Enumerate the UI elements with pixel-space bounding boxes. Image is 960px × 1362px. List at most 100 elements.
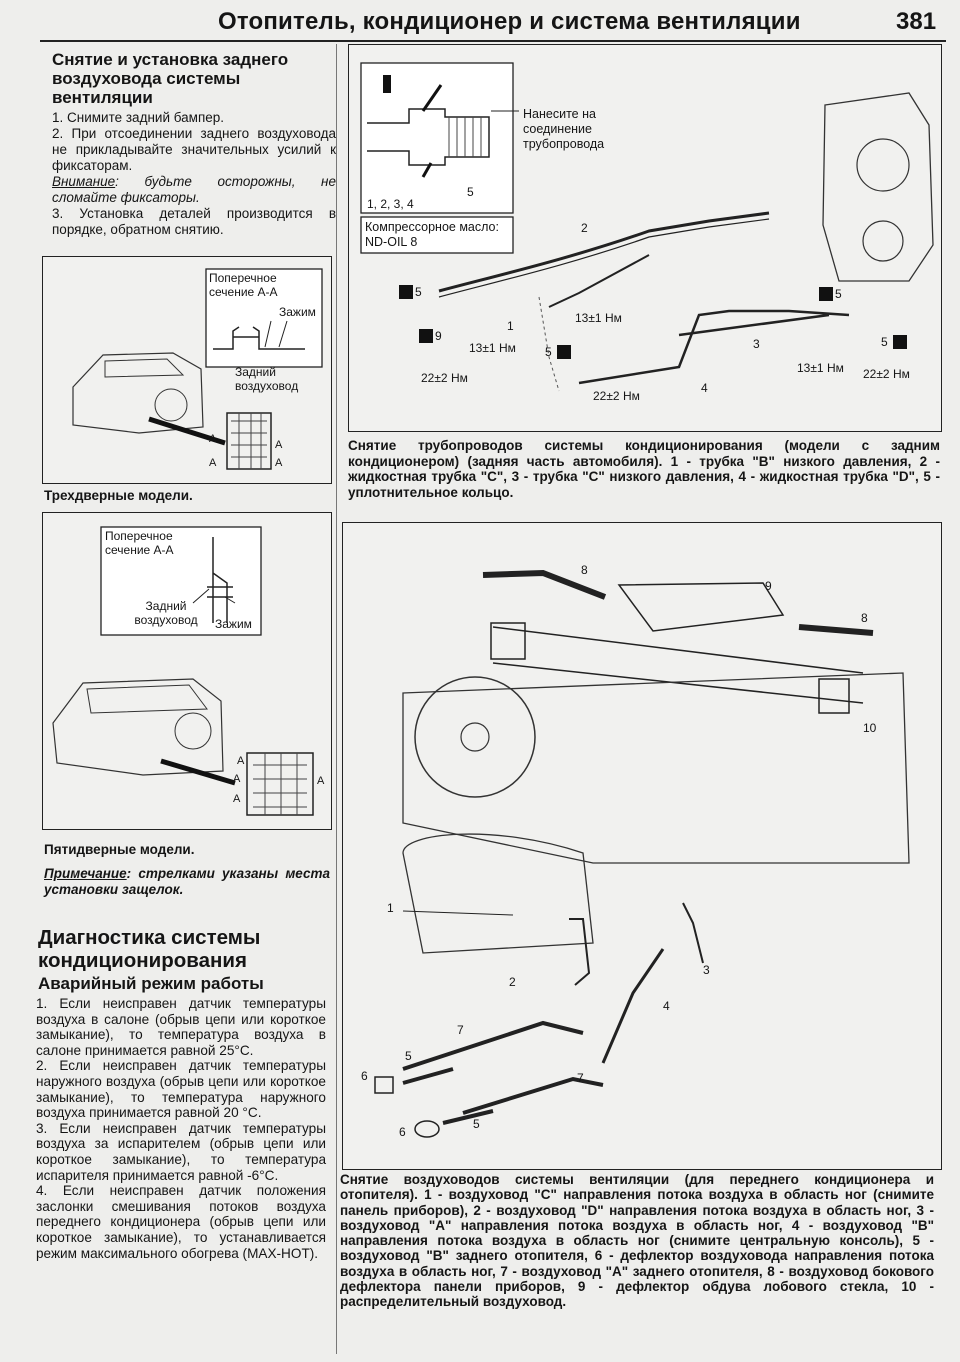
duct-2 <box>569 918 591 986</box>
pointer-arrow <box>148 416 226 446</box>
oil-label-box <box>360 216 514 254</box>
figure-caption-ac-pipes: Снятие трубопроводов системы кондиционир… <box>348 438 940 500</box>
column-divider <box>336 44 337 1354</box>
section-mark-a: A <box>317 775 325 787</box>
apply-arrow <box>421 84 443 112</box>
clip-label: Зажим <box>215 617 252 631</box>
distribution-duct-10 <box>492 626 864 704</box>
part-num-9: 9 <box>435 329 442 343</box>
page-header-title: Отопитель, кондиционер и система вентиля… <box>218 8 801 35</box>
deflector-6 <box>374 1076 394 1094</box>
torque-label: 13±1 Нм <box>797 361 844 375</box>
callout-8: 8 <box>581 563 588 577</box>
header-rule <box>40 40 946 42</box>
pipe-2 <box>438 211 770 293</box>
section-subtitle-emergency-mode: Аварийный режим работы <box>38 974 264 993</box>
pipe-1 <box>548 254 650 308</box>
torque-label: 13±1 Нм <box>469 341 516 355</box>
clip-section-outline <box>207 537 233 623</box>
figure-five-door: Поперечное сечение А-А Задний воздуховод… <box>42 512 332 830</box>
duct-7-left <box>402 1020 584 1071</box>
figure-ac-pipes: Нанесите на соединение трубопровода 1, 2… <box>348 44 942 432</box>
diag-item: 4. Если неисправен датчик положения засл… <box>36 1183 326 1261</box>
torque-label: 13±1 Нм <box>575 311 622 325</box>
clip-section-outline <box>213 326 305 350</box>
callout-1: 1 <box>387 901 394 915</box>
diag-item: 3. Если неисправен датчик температуры во… <box>36 1120 326 1183</box>
n-mark-box <box>893 335 907 349</box>
steering-wheel <box>414 676 536 798</box>
figure-caption-ventilation-ducts: Снятие воздуховодов системы вентиляции (… <box>340 1172 934 1310</box>
duct-8-left <box>482 569 607 600</box>
figure-five-door-drawing <box>52 526 314 816</box>
part-num-5: 5 <box>415 285 422 299</box>
callout-8: 8 <box>861 611 868 625</box>
cross-section-inset <box>205 268 323 368</box>
leader-lines <box>264 320 288 348</box>
deflector-6 <box>414 1120 440 1138</box>
rear-duct-part <box>226 412 272 470</box>
section-mark-a: A <box>233 773 241 785</box>
callout-4: 4 <box>663 999 670 1013</box>
duct-4 <box>601 948 665 1064</box>
figure-caption-five-door: Пятидверные модели. <box>44 842 195 857</box>
oil-label: Компрессорное масло: ND-OIL 8 <box>365 220 499 249</box>
figure-three-door: Поперечное сечение А-А Зажим Задний возд… <box>42 256 332 484</box>
torque-label: 22±2 Нм <box>421 371 468 385</box>
car-rear-sketch <box>72 352 204 434</box>
section-mark-a: A <box>209 457 217 469</box>
part-num-4: 4 <box>701 381 708 395</box>
section-title-rear-duct: Снятие и установка заднего воздуховода с… <box>52 50 289 107</box>
inset-title: Поперечное сечение А-А <box>105 529 174 557</box>
callout-7: 7 <box>577 1071 584 1085</box>
diag-item: 2. Если неисправен датчик температуры на… <box>36 1058 326 1121</box>
part-num-5: 5 <box>545 345 552 359</box>
duct-label: Задний воздуховод <box>134 599 198 627</box>
callout-10: 10 <box>863 721 877 735</box>
section-mark-a: A <box>233 793 241 805</box>
rear-ac-unit <box>822 92 934 282</box>
spare-wheel <box>154 388 188 422</box>
section-mark-a: A <box>275 439 283 451</box>
apply-oil-note: Нанесите на соединение трубопровода <box>523 107 605 151</box>
section-title-diagnostics: Диагностика системы кондиционирования <box>38 926 261 972</box>
inset-title: Поперечное сечение А-А <box>209 271 278 299</box>
step-1: 1. Снимите задний бампер. <box>52 110 225 125</box>
apply-arrow <box>421 162 433 178</box>
callout-6: 6 <box>399 1125 406 1139</box>
warning: Внимание: будьте осторожны, не сломайте … <box>52 174 336 205</box>
section-mark-a: A <box>237 755 245 767</box>
part-num-2: 2 <box>581 221 588 235</box>
part-num-3: 3 <box>753 337 760 351</box>
callout-3: 3 <box>703 963 710 977</box>
duct-5-right <box>442 1109 494 1125</box>
car-rear-sketch <box>52 678 224 776</box>
duct-7-right <box>462 1076 604 1115</box>
seat <box>402 833 594 954</box>
n-mark-box <box>557 345 571 359</box>
section-mark-a: A <box>209 433 217 445</box>
rear-duct-part <box>246 752 314 816</box>
duct-5-left <box>402 1067 454 1085</box>
duct-8-right <box>798 624 874 636</box>
step-3: 3. Установка деталей производится в поря… <box>52 206 336 237</box>
figure-caption-three-door: Трехдверные модели. <box>44 488 193 503</box>
section-mark-a: A <box>275 457 283 469</box>
cross-section-inset <box>100 526 262 636</box>
pipe-joint <box>367 108 490 166</box>
duct-3 <box>682 902 704 964</box>
diagnostics-list: 1. Если неисправен датчик температуры во… <box>36 996 326 1261</box>
callout-7: 7 <box>457 1023 464 1037</box>
clip-label: Зажим <box>279 305 316 319</box>
part-num-5: 5 <box>881 335 888 349</box>
callout-5: 5 <box>473 1117 480 1131</box>
callout-5: 5 <box>405 1049 412 1063</box>
note: Примечание: стрелками указаны места уста… <box>44 866 330 897</box>
part-num-5: 5 <box>467 185 474 199</box>
duct-label: Задний воздуховод <box>235 365 299 393</box>
section1-body: 1. Снимите задний бампер. 2. При отсоеди… <box>52 110 336 238</box>
figure-ventilation-ducts-drawing <box>374 569 910 1138</box>
page-number: 381 <box>896 8 937 35</box>
callout-9: 9 <box>765 579 772 593</box>
pipe-3 <box>678 313 830 337</box>
